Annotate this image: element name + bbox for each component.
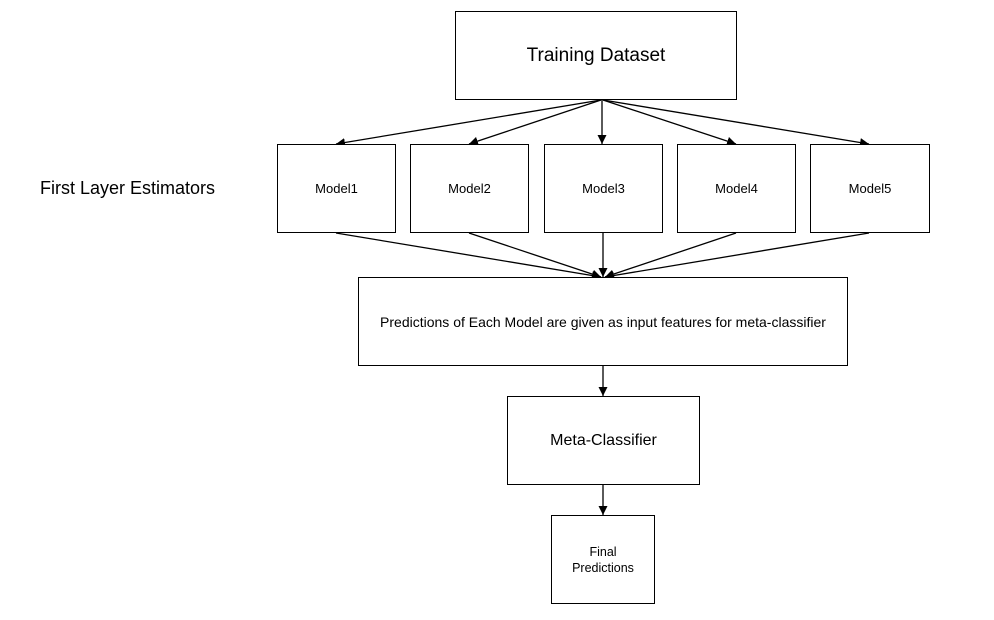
arrow-model5-to-predictions [604,232,870,280]
arrow-dataset-to-model1 [335,99,602,147]
model5-label: Model5 [848,181,892,196]
meta-classifier-box: Meta-Classifier [507,396,700,485]
predictions-box: Predictions of Each Model are given as i… [358,277,848,366]
model2-box: Model2 [410,144,529,233]
arrow-model1-to-predictions [335,232,602,280]
meta-classifier-label: Meta-Classifier [550,431,657,449]
first-layer-estimators-label: First Layer Estimators [40,178,216,198]
training-dataset-label: Training Dataset [526,44,666,66]
arrow-model4-to-predictions [604,232,737,279]
final-predictions-text: Final Predictions [572,544,634,576]
arrow-dataset-to-model4 [602,99,737,146]
training-dataset-box: Training Dataset [455,11,737,100]
model2-label: Model2 [448,181,491,196]
model5-box: Model5 [810,144,930,233]
predictions-label: Predictions of Each Model are given as i… [380,313,826,330]
model4-box: Model4 [677,144,796,233]
model4-label: Model4 [715,181,758,196]
final-predictions-line2: Predictions [572,560,634,575]
model3-box: Model3 [544,144,663,233]
arrow-model2-to-predictions [468,232,602,279]
model1-label: Model1 [315,181,358,196]
arrow-dataset-to-model5 [602,99,870,147]
arrow-dataset-to-model2 [468,99,602,146]
final-predictions-box: Final Predictions [551,515,655,604]
model3-label: Model3 [582,181,625,196]
model1-box: Model1 [277,144,396,233]
final-predictions-line1: Final [589,544,617,559]
